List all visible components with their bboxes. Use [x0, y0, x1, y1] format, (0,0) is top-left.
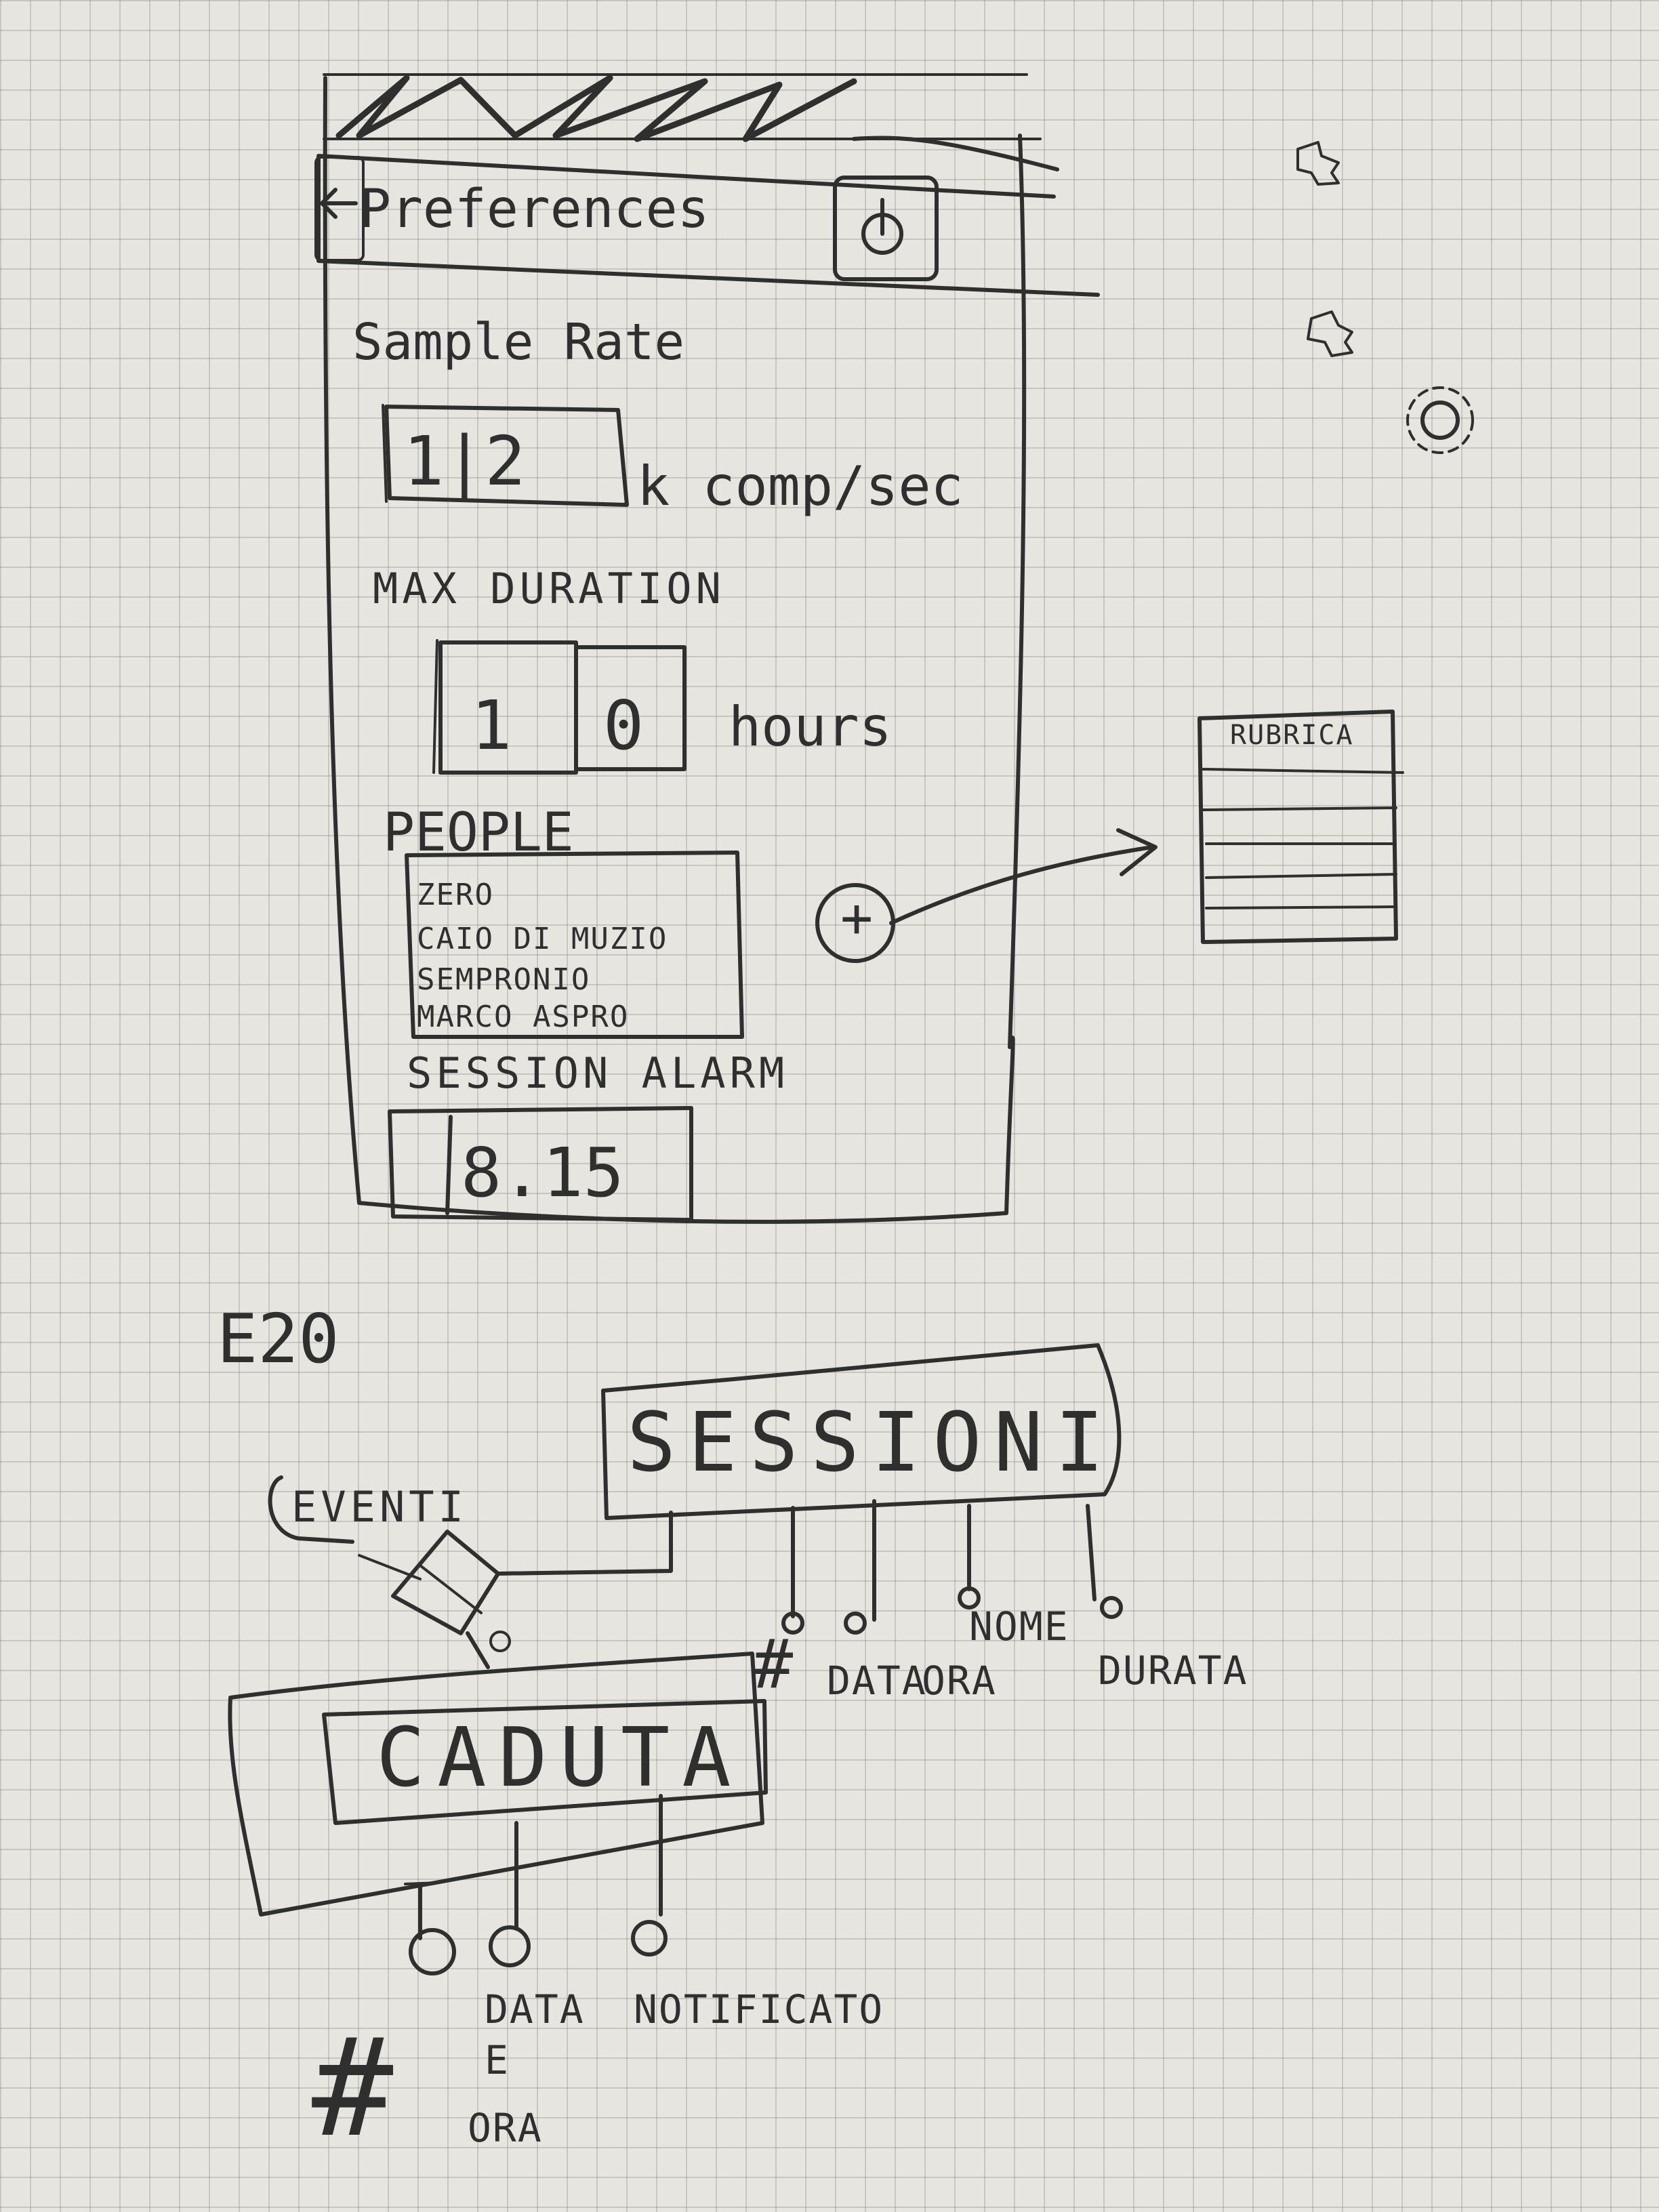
puzzle-icon — [1307, 310, 1353, 357]
session-alarm-value: 8.15 — [461, 1133, 624, 1212]
arrow-to-rubrica — [889, 828, 1158, 925]
entity-session-label: SESSIONI — [627, 1396, 1116, 1490]
back-button[interactable] — [314, 156, 365, 262]
er-diagram: E20 SESSIONI EVENTI # DATA ORA NOME DURA… — [217, 1299, 1248, 2167]
session-alarm-field[interactable] — [388, 1106, 693, 1222]
sample-rate-label: Sample Rate — [352, 313, 684, 371]
session-attr-ora: ORA — [922, 1658, 997, 1704]
sample-rate-value: 1|2 — [403, 422, 526, 501]
power-button[interactable] — [833, 176, 939, 281]
er-heading: E20 — [217, 1299, 340, 1378]
gear-icon — [1406, 386, 1474, 454]
people-item-3[interactable]: MARCO ASPRO — [417, 1000, 629, 1034]
attr-circle-event-data — [489, 1925, 531, 1967]
rubrica-title: RUBRICA — [1230, 720, 1354, 751]
header-bar: Preferences — [314, 154, 1100, 297]
attr-circle-durata — [1100, 1596, 1123, 1619]
attr-circle-event-hash — [409, 1928, 456, 1975]
relation-label: EVENTI — [291, 1482, 468, 1532]
people-item-0[interactable]: ZERO — [417, 878, 494, 912]
back-arrow-icon — [320, 188, 358, 219]
cardinality-dot — [489, 1631, 511, 1652]
page-title: Preferences — [359, 179, 710, 240]
max-duration-digit2: 0 — [603, 686, 644, 765]
plus-icon: + — [840, 886, 873, 949]
sample-rate-unit: k comp/sec — [637, 455, 964, 518]
max-duration-label: MAX DURATION — [373, 564, 725, 613]
phone-outline — [323, 76, 1027, 1224]
people-item-1[interactable]: CAIO DI MUZIO — [417, 922, 668, 956]
session-attr-nome: NOME — [969, 1603, 1069, 1650]
session-attr-hash: # — [752, 1624, 794, 1704]
attr-circle-data — [844, 1612, 867, 1635]
attr-circle-hash — [781, 1612, 804, 1635]
event-attribute-links — [418, 1794, 663, 1940]
entity-event — [228, 1652, 768, 1917]
event-attr-data: DATA — [485, 1986, 585, 2032]
max-duration-digit1: 1 — [471, 686, 512, 765]
people-list[interactable] — [405, 851, 744, 1039]
add-person-button[interactable]: + — [815, 883, 895, 963]
attr-circle-nome — [958, 1586, 981, 1610]
event-attr-notificato: NOTIFICATO — [634, 1986, 884, 2032]
session-attr-data: DATA — [827, 1658, 927, 1704]
entity-session — [601, 1343, 1122, 1520]
max-duration-unit: hours — [729, 695, 892, 758]
puzzle-icon — [1296, 141, 1340, 186]
session-attribute-links — [791, 1499, 1097, 1622]
event-attr-hash: # — [312, 2009, 394, 2167]
session-alarm-label: SESSION ALARM — [407, 1048, 788, 1098]
relation-diamond — [358, 1530, 500, 1635]
power-icon — [861, 198, 903, 255]
rubrica-sketch: RUBRICA — [1197, 710, 1404, 944]
event-attr-ora: ORA — [468, 2105, 543, 2151]
relation-link-event — [466, 1631, 490, 1669]
max-duration-field[interactable] — [432, 639, 687, 775]
event-attr-e: E — [485, 2037, 510, 2083]
relation-link-session — [496, 1511, 673, 1576]
attr-circle-notificato — [631, 1920, 668, 1957]
relation-scribble — [268, 1475, 354, 1544]
sample-rate-field[interactable] — [382, 404, 629, 507]
people-item-2[interactable]: SEMPRONIO — [417, 962, 590, 997]
entity-event-label: CADUTA — [376, 1711, 743, 1805]
event-key-mark — [404, 1881, 441, 1885]
session-attr-durata: DURATA — [1098, 1647, 1248, 1694]
status-bar — [323, 73, 1059, 171]
phone-mockup: Preferences Sample Rate 1|2 k comp/sec M… — [314, 73, 1158, 1224]
